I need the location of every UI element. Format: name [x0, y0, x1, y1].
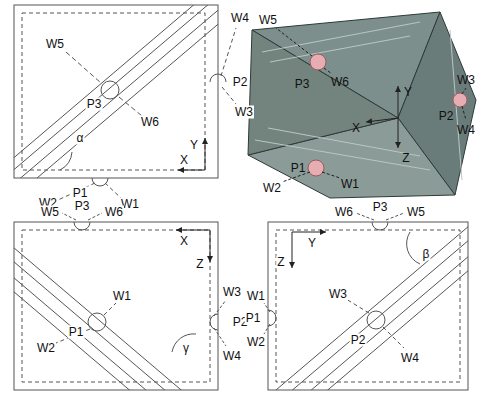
view-label: W3 [234, 106, 254, 119]
view-label: P1 [72, 187, 89, 200]
view-label: W1 [112, 290, 132, 303]
view-label: P1 [290, 162, 307, 175]
view-label: γ [182, 342, 190, 355]
view-label: W6 [334, 206, 354, 219]
view-label: W6 [104, 206, 124, 219]
view-label: W5 [406, 206, 426, 219]
view-label: W2 [246, 336, 266, 349]
view-label: W3 [328, 288, 348, 301]
view-label: Y [403, 86, 413, 99]
view-label: P3 [372, 201, 389, 214]
view-label: W1 [246, 290, 266, 303]
view-label: W6 [140, 116, 160, 129]
view-label: P3 [294, 78, 311, 91]
view-label: W3 [456, 74, 476, 87]
view-label: W2 [36, 342, 56, 355]
view-label: P3 [74, 200, 91, 213]
view-label: W5 [40, 206, 60, 219]
view-label: W5 [45, 38, 65, 51]
view-label: Z [195, 258, 204, 271]
view-label: P3 [86, 98, 103, 111]
view-label: α [76, 132, 85, 145]
view-label: W3 [222, 286, 242, 299]
view-label: X [351, 122, 361, 135]
view-label: P1 [68, 326, 85, 339]
view-label: Y [307, 237, 317, 250]
view-label: Z [276, 256, 285, 269]
view-label: W5 [258, 14, 278, 27]
view-label: β [422, 248, 431, 261]
view-label: Z [401, 152, 410, 165]
view-label: Y [189, 139, 199, 152]
view-label: X [179, 154, 189, 167]
view-label: P2 [350, 334, 367, 347]
view-label: X [179, 235, 189, 248]
view-label: W2 [262, 182, 282, 195]
view-label: P2 [232, 76, 249, 89]
view-label: P2 [438, 110, 455, 123]
view-label: W4 [400, 352, 420, 365]
view-label: W4 [456, 124, 476, 137]
view-label: P1 [245, 312, 262, 325]
view-label: W6 [330, 76, 350, 89]
view-label: W4 [222, 350, 242, 363]
view-label: W4 [230, 12, 250, 25]
view-label: W1 [340, 178, 360, 191]
